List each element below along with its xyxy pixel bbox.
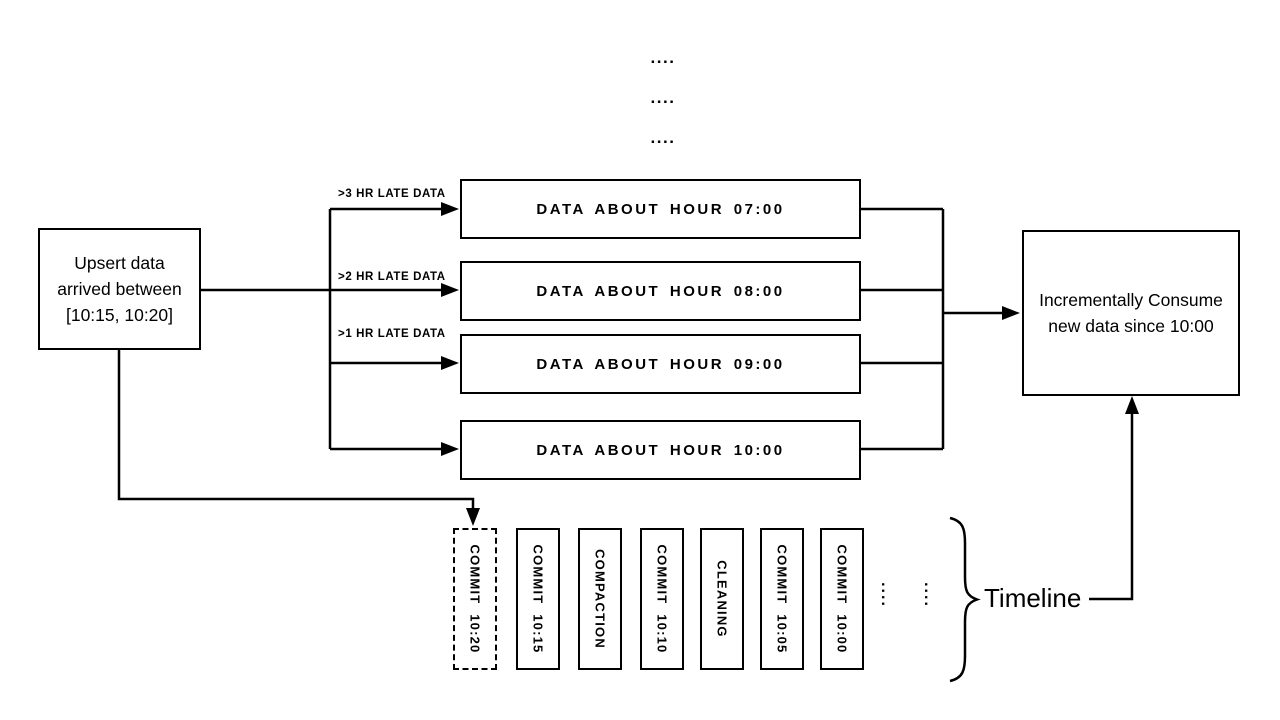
arrowhead-consume	[1002, 306, 1020, 320]
upsert-box-line: [10:15, 10:20]	[65, 305, 174, 325]
timeline-commit-1020-box: COMMIT 10:20	[453, 528, 497, 670]
timeline-commit-1015-box: COMMIT 10:15	[516, 528, 560, 670]
hour-data-box-1000: DATA ABOUT HOUR 10:00	[460, 420, 861, 480]
timeline-commit-1000-box: COMMIT 10:00	[820, 528, 864, 670]
arrowhead-hour-0800	[441, 283, 459, 297]
timeline-cleaning-box: CLEANING	[700, 528, 744, 670]
upsert-box-line: arrived between	[57, 279, 182, 299]
timeline-commit-1005-box: COMMIT 10:05	[760, 528, 804, 670]
timeline-entry-label: COMMIT 10:10	[654, 544, 670, 654]
timeline-entry-label: COMMIT 10:05	[774, 544, 790, 654]
timeline-ellipsis: ....	[921, 582, 938, 608]
timeline-ellipsis: ....	[878, 582, 895, 608]
timeline-entry-label: COMMIT 10:15	[530, 544, 546, 654]
timeline-commit-1010-box: COMMIT 10:10	[640, 528, 684, 670]
timeline-entry-label: COMMIT 10:20	[467, 544, 483, 654]
consume-box-line: new data since 10:00	[1048, 316, 1214, 336]
arrowhead-hour-0900	[441, 356, 459, 370]
late-data-label-2hr: >2 HR LATE DATA	[338, 271, 446, 283]
continuation-dots-row: ....	[650, 128, 676, 147]
timeline-to-consume-line	[1089, 414, 1134, 601]
hour-data-box-0900: DATA ABOUT HOUR 09:00	[460, 334, 861, 394]
hour-data-box-0800: DATA ABOUT HOUR 08:00	[460, 261, 861, 321]
incremental-consume-box: Incrementally Consume new data since 10:…	[1022, 230, 1240, 396]
arrowhead-commit-1020	[466, 508, 480, 526]
timeline-entry-label: CLEANING	[714, 560, 730, 638]
upsert-box-line: Upsert data	[74, 253, 165, 273]
consume-box-line: Incrementally Consume	[1039, 290, 1223, 310]
continuation-dots-row: ....	[650, 88, 676, 107]
upsert-data-box: Upsert data arrived between [10:15, 10:2…	[38, 228, 201, 350]
timeline-brace	[949, 516, 981, 683]
continuation-dots-row: ....	[650, 48, 676, 67]
timeline-entry-label: COMMIT 10:00	[834, 544, 850, 654]
arrowhead-timeline-consume	[1125, 396, 1139, 414]
late-data-label-1hr: >1 HR LATE DATA	[338, 328, 446, 340]
hour-data-box-0700: DATA ABOUT HOUR 07:00	[460, 179, 861, 239]
upsert-to-commit-line	[117, 350, 475, 508]
timeline-entry-label: COMPACTION	[592, 549, 608, 649]
timeline-label: Timeline	[984, 583, 1082, 613]
timeline-compaction-box: COMPACTION	[578, 528, 622, 670]
late-data-label-3hr: >3 HR LATE DATA	[338, 188, 446, 200]
arrowhead-hour-1000	[441, 442, 459, 456]
arrowhead-hour-0700	[441, 202, 459, 216]
